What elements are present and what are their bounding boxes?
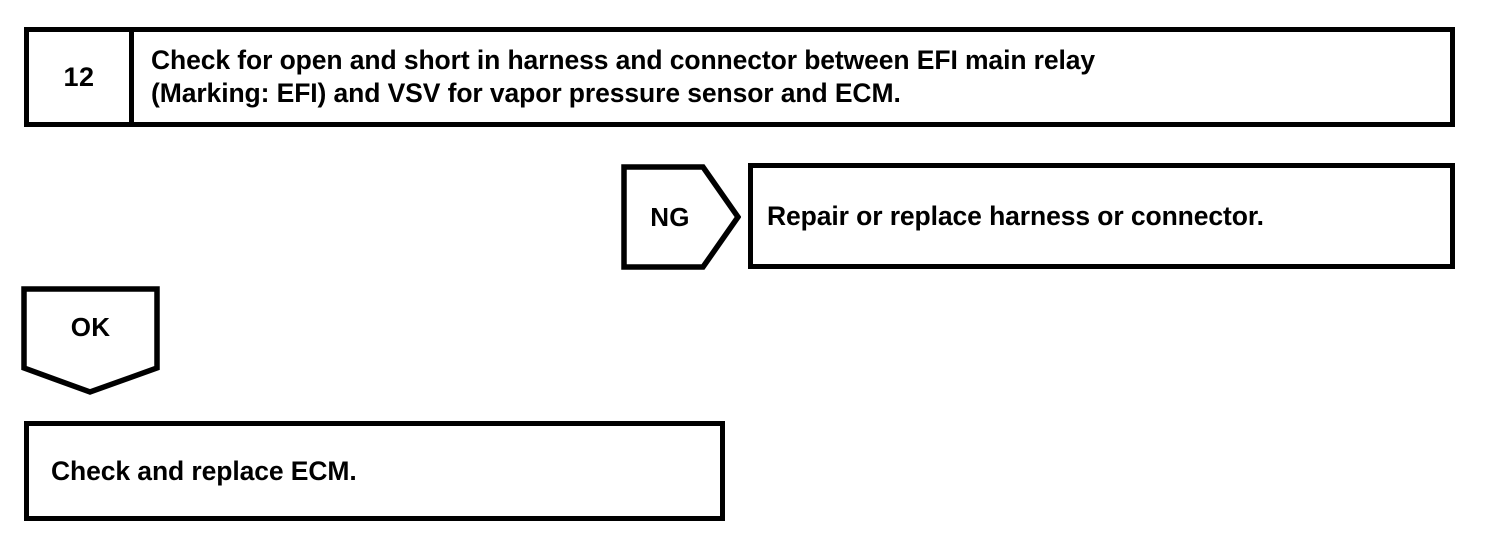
step-number: 12 — [63, 61, 95, 92]
ok-branch-label: OK — [70, 311, 111, 342]
ng-arrow-shape — [621, 164, 741, 270]
ok-action-box: Check and replace ECM. — [24, 421, 725, 521]
ng-branch-label: NG — [650, 201, 690, 232]
ng-action-box: Repair or replace harness or connector. — [748, 163, 1455, 269]
ok-arrow-shape — [21, 286, 160, 395]
ng-branch-arrow: NG — [621, 164, 741, 270]
step-instruction-text: Check for open and short in harness and … — [151, 44, 1096, 108]
step-instruction-box: 12 Check for open and short in harness a… — [24, 27, 1455, 127]
ng-action-text: Repair or replace harness or connector. — [767, 200, 1264, 231]
step-number-cell: 12 — [29, 32, 134, 122]
ok-action-text: Check and replace ECM. — [51, 455, 357, 486]
step-text-cell: Check for open and short in harness and … — [134, 32, 1450, 122]
ok-branch-arrow: OK — [21, 286, 160, 396]
